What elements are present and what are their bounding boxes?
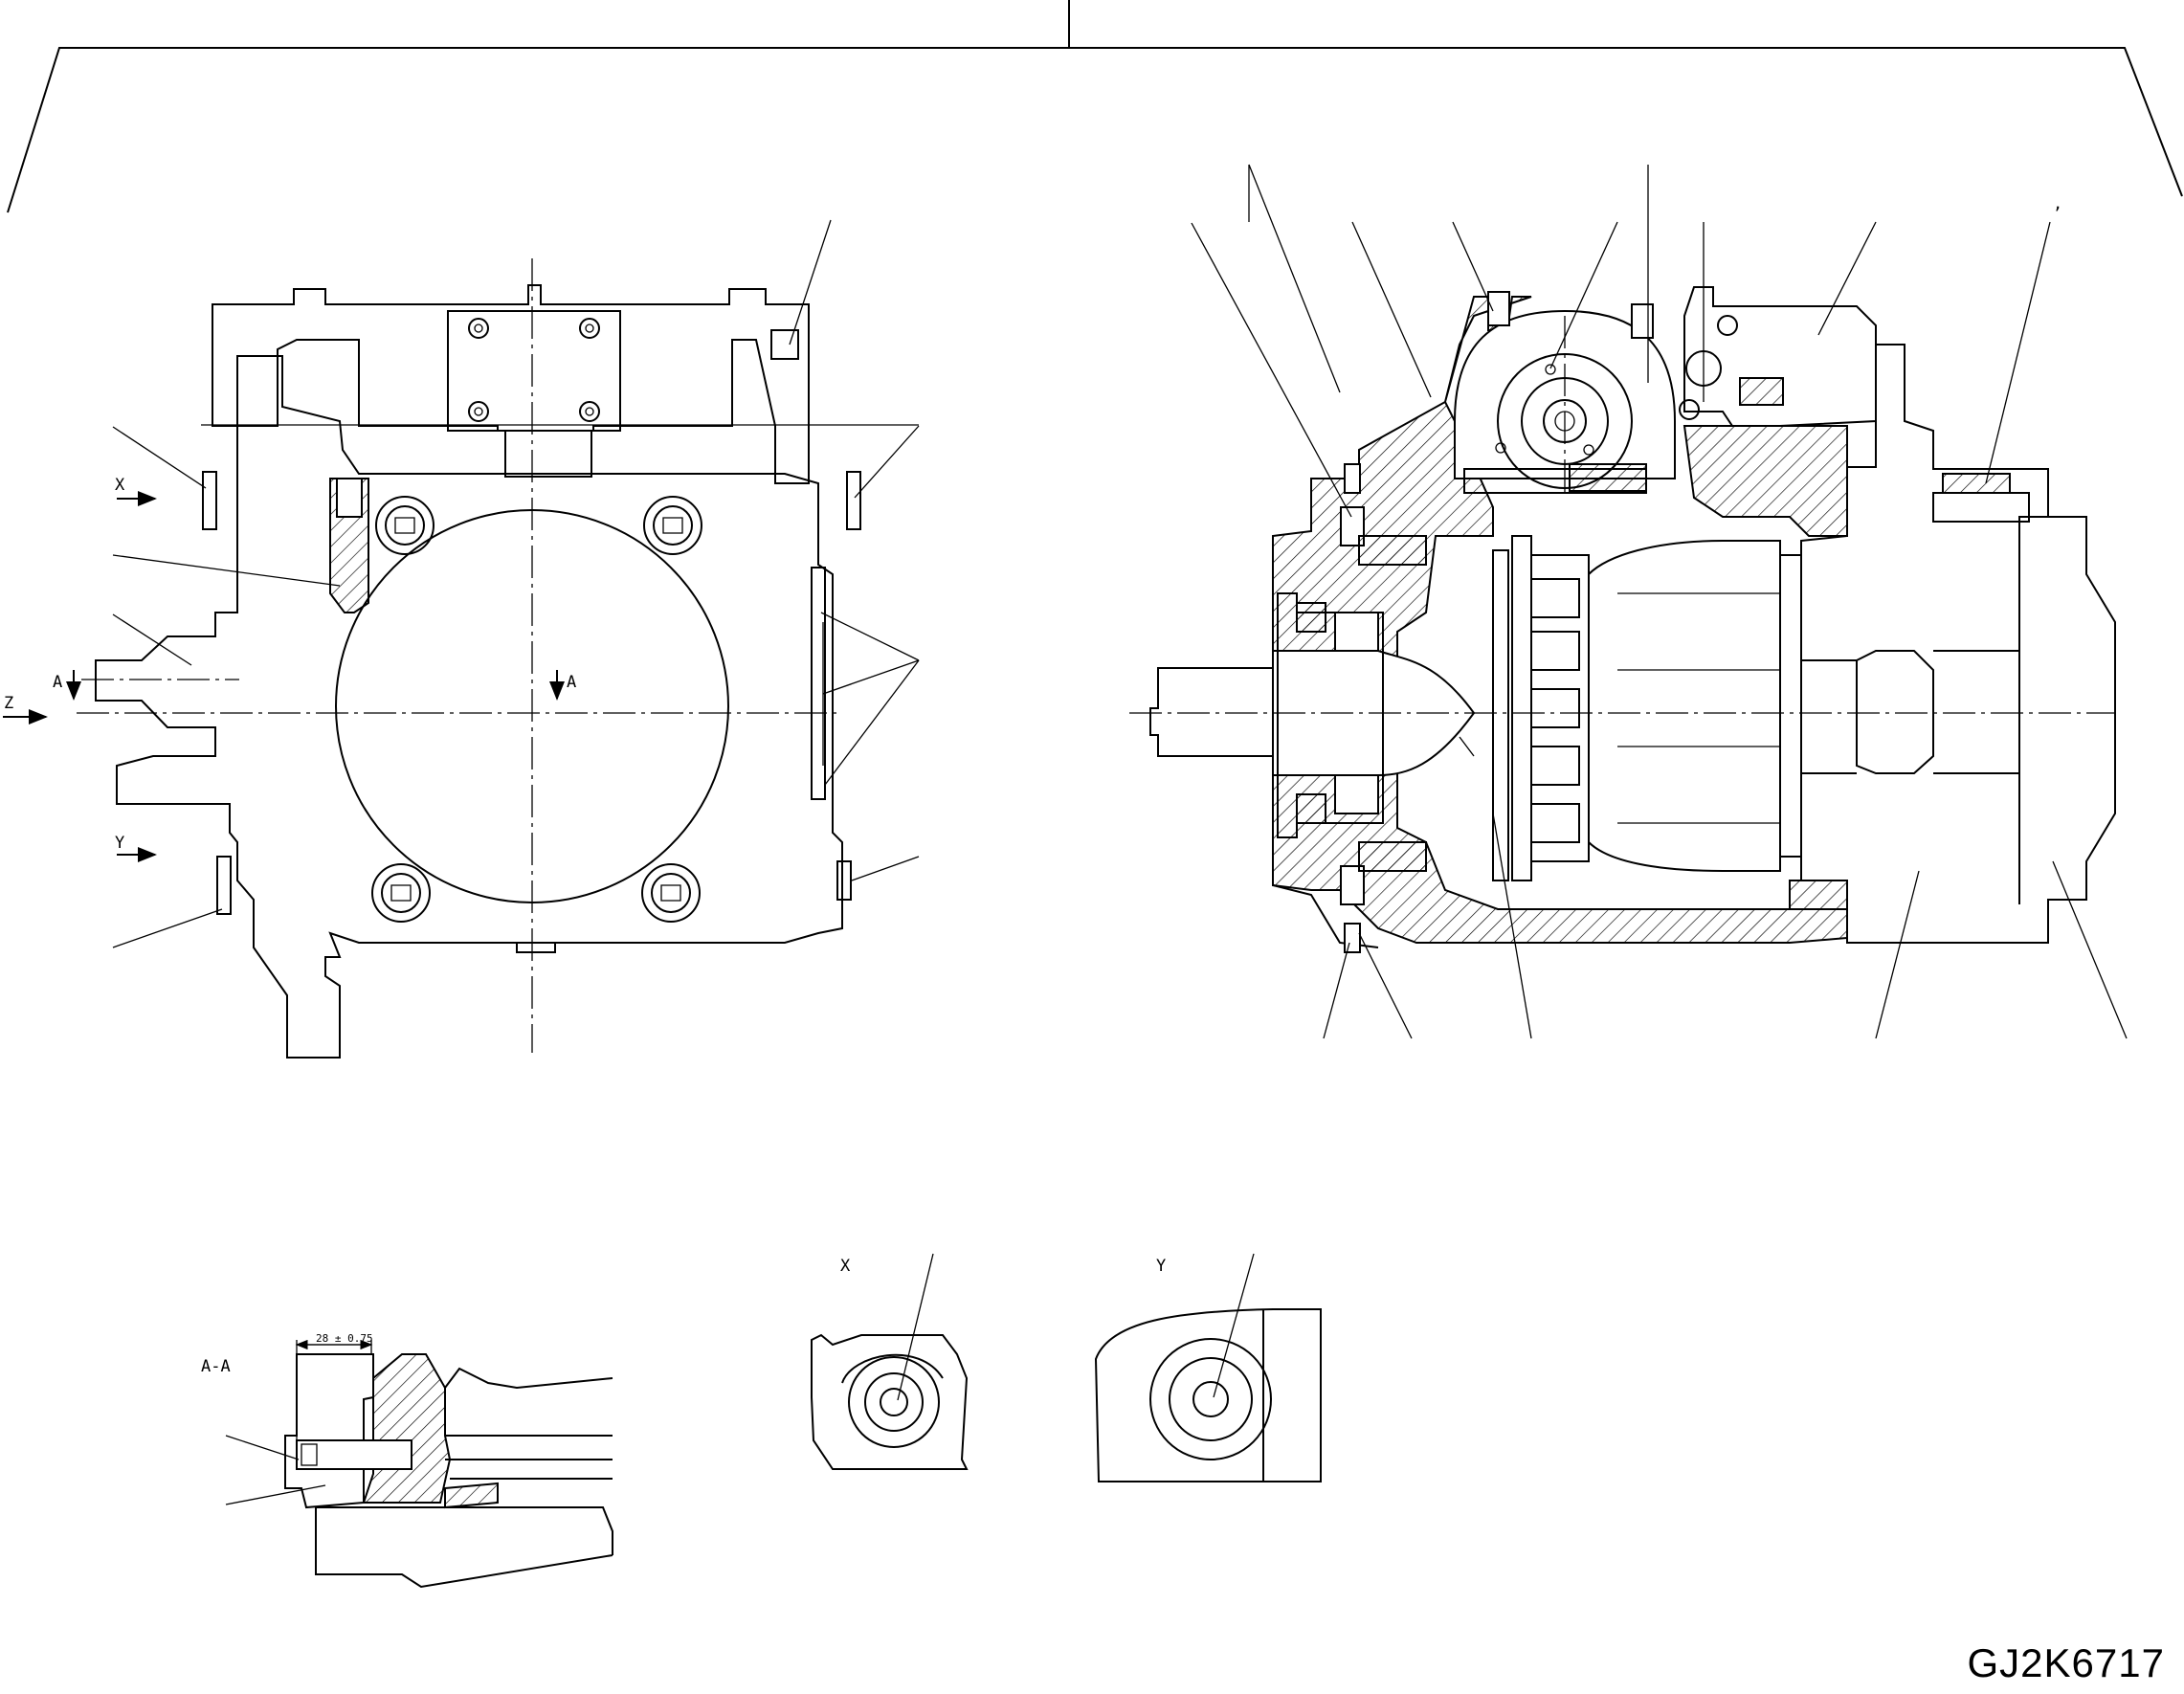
detail-x	[811, 1253, 969, 1470]
detail-x-title: X	[840, 1257, 851, 1276]
view-y-label: Y	[115, 834, 124, 853]
detail-y	[1094, 1253, 1322, 1482]
section-view	[1129, 164, 2128, 1039]
section-mark: ,	[2053, 194, 2062, 213]
view-z-label: Z	[4, 694, 13, 713]
detail-y-title: Y	[1156, 1257, 1166, 1276]
detail-a-a	[225, 1339, 613, 1589]
drawing-code: GJ2K6717	[1967, 1640, 2165, 1685]
section-a-label-left: A	[53, 673, 62, 692]
assembly-bracket	[7, 0, 2183, 213]
section-a-label-right: A	[567, 673, 576, 692]
front-view	[3, 219, 920, 1059]
detail-a-a-title: A-A	[201, 1357, 231, 1376]
dimension-label: 28 ± 0.75	[316, 1332, 373, 1345]
view-x-label: X	[115, 476, 125, 495]
